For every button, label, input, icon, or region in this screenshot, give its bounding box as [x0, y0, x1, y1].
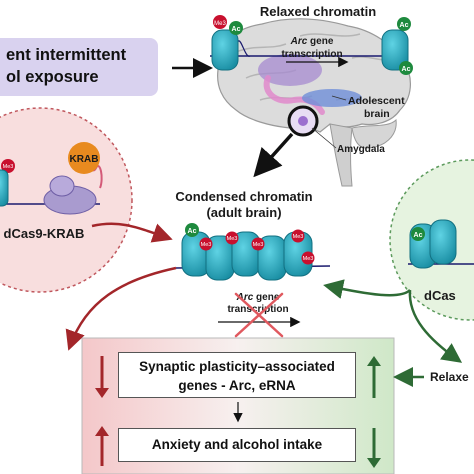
adult-brain-label: (adult brain) — [206, 205, 281, 220]
ac-mark-condensed: Ac — [188, 228, 197, 235]
exposure-line2: ol exposure — [6, 68, 99, 86]
up-arrow-icon — [367, 356, 381, 398]
krab-label: KRAB — [70, 154, 99, 165]
arc-gene-label-condensed: Arc gene — [236, 292, 280, 303]
transcription-label-top: transcription — [281, 49, 342, 60]
me3-mark-2: Me3 — [227, 236, 238, 242]
dcas-right-group: Ac dCas — [408, 219, 474, 303]
ac-mark-top-right1: Ac — [400, 22, 409, 29]
synaptic-line2: genes - Arc, eRNA — [178, 378, 296, 393]
ac-mark-top-right2: Ac — [402, 66, 411, 73]
dcas9-krab-arrow — [91, 222, 173, 243]
me3-mark-5: Me3 — [303, 256, 314, 262]
blocked-cross — [234, 292, 284, 338]
relaxed-right-label: Relaxe — [430, 370, 469, 384]
dcas-right-label: dCas — [424, 288, 456, 303]
down-arrow-icon — [95, 356, 109, 398]
nucleosome-icon — [211, 29, 409, 71]
me3-mark-left: Me3 — [3, 164, 14, 170]
exposure-line1: ent intermittent — [6, 46, 127, 64]
condensed-chromatin: Ac Me3 Me3 Me3 Me3 Me3 — [175, 223, 331, 281]
condensed-to-panel-arrow — [65, 266, 177, 351]
condensed-chromatin-title: Condensed chromatin — [175, 189, 312, 204]
ac-mark-right: Ac — [414, 232, 423, 239]
relaxed-chromatin-top: Me3 Ac Ac Ac Relaxed chromatin Arc gene … — [210, 4, 413, 75]
relaxed-chromatin-title: Relaxed chromatin — [260, 4, 376, 19]
transcription-label-condensed: transcription — [227, 304, 288, 315]
amygdala-label: Amygdala — [337, 144, 385, 155]
to-relaxed-right-arrow — [408, 289, 463, 363]
synaptic-genes-box: Synaptic plasticity–associated genes - A… — [118, 352, 356, 398]
dcas-right-arrow — [323, 279, 411, 299]
dcas9-krab-label: dCas9-KRAB — [4, 226, 85, 241]
synaptic-line1: Synaptic plasticity–associated — [139, 359, 335, 374]
anxiety-box: Anxiety and alcohol intake — [118, 428, 356, 462]
alcohol-exposure-box: ent intermittent ol exposure — [0, 38, 158, 96]
ac-mark-top-left: Ac — [232, 26, 241, 33]
down-arrow-icon — [367, 428, 381, 468]
me3-mark-4: Me3 — [293, 234, 304, 240]
amygdala-to-chromatin-arrow — [253, 132, 294, 178]
brain-label: brain — [364, 108, 390, 120]
anxiety-label: Anxiety and alcohol intake — [151, 437, 323, 452]
up-arrow-icon — [95, 426, 109, 466]
krab-domain — [68, 142, 100, 174]
me3-mark-1: Me3 — [201, 242, 212, 248]
adolescent-label: Adolescent — [348, 95, 405, 107]
dcas9-krab-group: KRAB Me3 dCas9-KRAB — [0, 142, 103, 241]
me3-mark-top: Me3 — [214, 21, 226, 27]
me3-mark-3: Me3 — [253, 242, 264, 248]
arc-gene-label: Arc gene — [290, 36, 334, 47]
brain-icon — [217, 18, 411, 187]
